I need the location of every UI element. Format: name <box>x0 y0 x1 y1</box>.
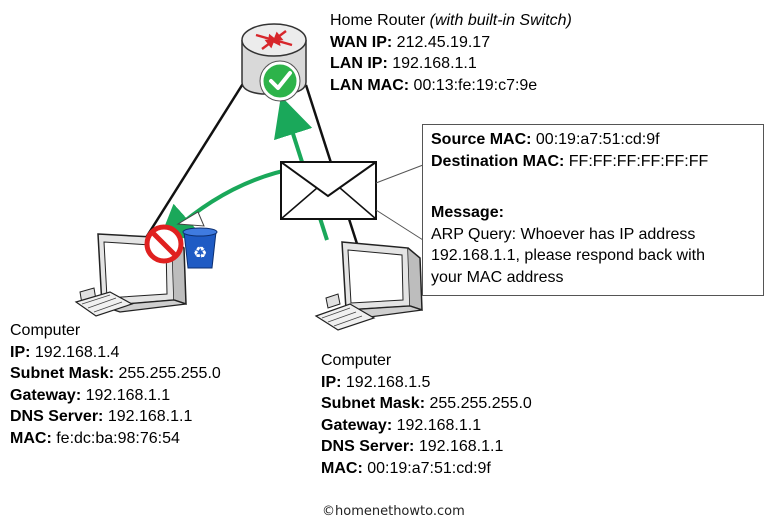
router-title-note: (with built-in Switch) <box>429 12 572 29</box>
lan-mac-label: LAN MAC: <box>330 76 410 94</box>
envelope-icon <box>280 161 377 220</box>
destination-mac-value: FF:FF:FF:FF:FF:FF <box>568 152 709 170</box>
router-label: Home Router (with built-in Switch) WAN I… <box>330 10 572 96</box>
gateway-label: Gateway: <box>10 386 82 404</box>
gateway-label: Gateway: <box>321 416 393 434</box>
subnet-mask-value: 255.255.255.0 <box>429 395 532 412</box>
source-mac-value: 00:19:a7:51:cd:9f <box>535 131 660 148</box>
wan-ip-value: 212.45.19.17 <box>396 33 491 51</box>
callout-pointer-fill <box>376 165 423 190</box>
dns-server-label: DNS Server: <box>10 408 104 425</box>
message-label: Message: <box>431 204 504 221</box>
mac-label: MAC: <box>10 429 52 447</box>
ip-value: 192.168.1.4 <box>34 343 120 361</box>
computer-title: Computer <box>10 322 81 339</box>
frame-message: Message: ARP Query: Whoever has IP addre… <box>431 202 705 288</box>
message-line: ARP Query: Whoever has IP address <box>431 225 696 243</box>
router-title: Home Router <box>330 12 426 29</box>
checkmark-icon <box>259 60 301 102</box>
mac-label: MAC: <box>321 459 363 477</box>
prohibited-icon <box>144 224 184 264</box>
router-wan-ip: WAN IP: 212.45.19.17 <box>330 32 572 54</box>
router-lan-mac: LAN MAC: 00:13:fe:19:c7:9e <box>330 75 572 97</box>
ip-label: IP: <box>321 373 342 391</box>
lan-ip-label: LAN IP: <box>330 55 388 72</box>
message-line: 192.168.1.1, please respond back with <box>431 247 705 264</box>
message-line: your MAC address <box>431 268 564 286</box>
gateway-value: 192.168.1.1 <box>396 416 482 434</box>
frame-headers: Source MAC: 00:19:a7:51:cd:9f Destinatio… <box>431 129 708 172</box>
computer-title: Computer <box>321 352 392 369</box>
lan-ip-value: 192.168.1.1 <box>392 55 477 72</box>
source-mac-label: Source MAC: <box>431 131 532 148</box>
ip-label: IP: <box>10 343 31 361</box>
ip-value: 192.168.1.5 <box>345 373 431 391</box>
svg-text:♻: ♻ <box>193 243 207 262</box>
subnet-mask-label: Subnet Mask: <box>321 395 426 412</box>
dns-server-label: DNS Server: <box>321 438 415 455</box>
right-computer-label: Computer IP: 192.168.1.5 Subnet Mask: 25… <box>321 350 532 479</box>
mac-value: fe:dc:ba:98:76:54 <box>56 429 180 447</box>
link-router-left <box>135 81 246 253</box>
gateway-value: 192.168.1.1 <box>85 386 171 404</box>
dns-server-value: 192.168.1.1 <box>418 438 504 455</box>
destination-mac-label: Destination MAC: <box>431 152 565 170</box>
source-mac: Source MAC: 00:19:a7:51:cd:9f <box>431 129 708 151</box>
router-title-line: Home Router (with built-in Switch) <box>330 10 572 32</box>
left-computer-label: Computer IP: 192.168.1.4 Subnet Mask: 25… <box>10 320 221 449</box>
subnet-mask-value: 255.255.255.0 <box>118 365 221 382</box>
mac-value: 00:19:a7:51:cd:9f <box>367 459 491 477</box>
callout-pointer <box>375 164 424 241</box>
wan-ip-label: WAN IP: <box>330 33 393 51</box>
router-lan-ip: LAN IP: 192.168.1.1 <box>330 53 572 75</box>
arp-frame-callout: Source MAC: 00:19:a7:51:cd:9f Destinatio… <box>422 124 764 296</box>
computer-icon <box>314 241 423 331</box>
subnet-mask-label: Subnet Mask: <box>10 365 115 382</box>
destination-mac: Destination MAC: FF:FF:FF:FF:FF:FF <box>431 151 708 173</box>
lan-mac-value: 00:13:fe:19:c7:9e <box>413 76 538 94</box>
copyright-footer: ©homenethowto.com <box>322 504 465 519</box>
recycle-bin-icon: ♻ <box>176 211 218 269</box>
dns-server-value: 192.168.1.1 <box>107 408 193 425</box>
